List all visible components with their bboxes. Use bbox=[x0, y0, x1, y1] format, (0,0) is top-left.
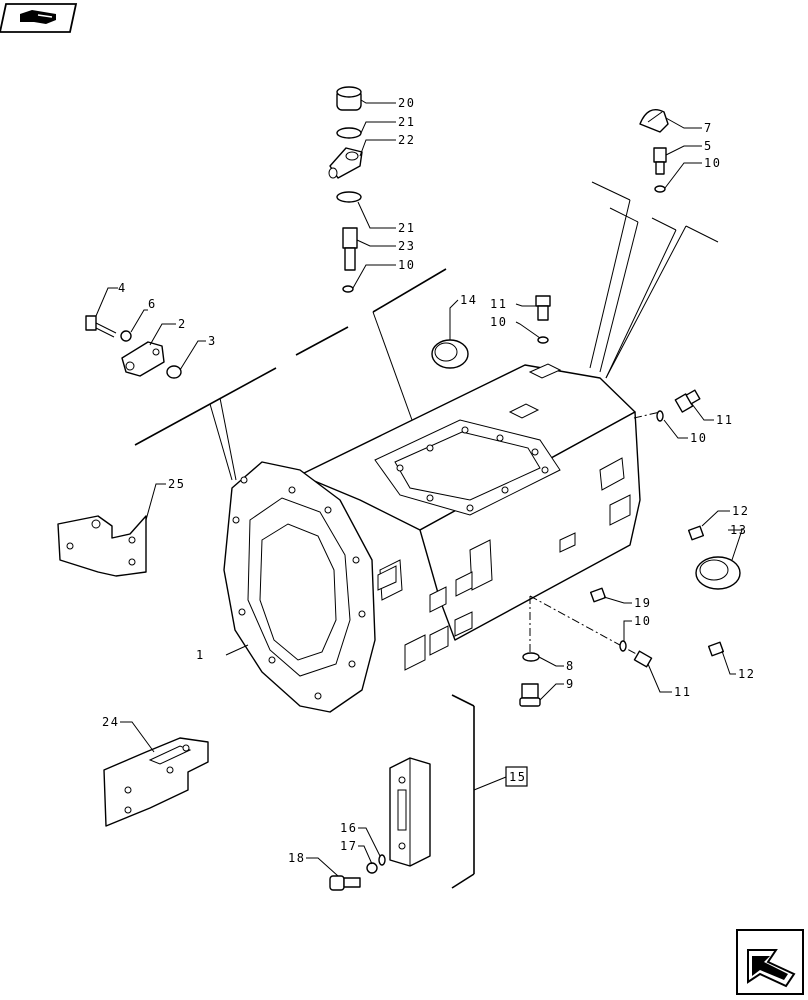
grub-screw-part bbox=[707, 641, 725, 657]
o-ring-part bbox=[656, 410, 664, 422]
callout-14: 14 bbox=[460, 293, 477, 307]
plug-part bbox=[519, 683, 541, 707]
callout-10: 10 bbox=[704, 156, 721, 170]
callout-23: 23 bbox=[398, 239, 415, 253]
book-return-icon[interactable] bbox=[0, 3, 78, 33]
callout-9: 9 bbox=[566, 677, 575, 691]
banjo-bolt-part bbox=[342, 227, 358, 271]
callout-3: 3 bbox=[208, 334, 217, 348]
callout-2: 2 bbox=[178, 317, 187, 331]
washer-part bbox=[120, 330, 132, 342]
callout-21: 21 bbox=[398, 115, 415, 129]
callout-8: 8 bbox=[566, 659, 575, 673]
grub-screw-part bbox=[589, 587, 607, 603]
screw-part bbox=[535, 295, 551, 321]
o-ring-part bbox=[654, 185, 666, 193]
banjo-fitting-part bbox=[328, 147, 363, 179]
callout-1: 1 bbox=[196, 648, 205, 662]
callout-5: 5 bbox=[704, 139, 713, 153]
guide-block-part bbox=[389, 757, 431, 867]
callout-11: 11 bbox=[490, 297, 507, 311]
callout-17: 17 bbox=[340, 839, 357, 853]
screw-part bbox=[329, 875, 361, 891]
callout-16: 16 bbox=[340, 821, 357, 835]
callout-6: 6 bbox=[148, 297, 157, 311]
assembly-guide-lines bbox=[134, 181, 719, 889]
sleeve-part bbox=[431, 339, 469, 369]
callout-leaders bbox=[95, 99, 743, 877]
bolt-part bbox=[85, 315, 117, 338]
screw-part bbox=[633, 650, 653, 668]
o-ring-part bbox=[619, 640, 627, 652]
bracket-part bbox=[57, 515, 147, 577]
callout-10: 10 bbox=[490, 315, 507, 329]
callout-11: 11 bbox=[716, 413, 733, 427]
centerline bbox=[633, 411, 661, 419]
callout-box bbox=[505, 766, 528, 787]
callout-labels: 20 21 22 21 23 10 7 5 10 4 6 2 3 14 11 1… bbox=[102, 96, 755, 865]
sleeve-part bbox=[695, 556, 741, 590]
callout-15: 15 bbox=[509, 770, 526, 784]
callout-12: 12 bbox=[732, 504, 749, 518]
washer-part bbox=[336, 127, 362, 139]
callout-12: 12 bbox=[738, 667, 755, 681]
washer-part bbox=[336, 191, 362, 203]
o-ring-part bbox=[342, 285, 354, 293]
grub-screw-part bbox=[687, 525, 705, 541]
next-page-arrow-icon[interactable] bbox=[736, 929, 804, 995]
callout-19: 19 bbox=[634, 596, 651, 610]
o-ring-part bbox=[166, 365, 182, 379]
plug-with-tab-part bbox=[639, 109, 669, 133]
callout-11: 11 bbox=[674, 685, 691, 699]
callout-10: 10 bbox=[634, 614, 651, 628]
callout-21: 21 bbox=[398, 221, 415, 235]
callout-22: 22 bbox=[398, 133, 415, 147]
cap-part bbox=[336, 86, 362, 111]
o-ring-part bbox=[537, 336, 549, 344]
breather-part bbox=[653, 147, 667, 175]
centerline bbox=[529, 595, 641, 657]
o-ring-part bbox=[378, 854, 386, 866]
callout-7: 7 bbox=[704, 121, 713, 135]
callout-24: 24 bbox=[102, 715, 119, 729]
o-ring-part bbox=[522, 652, 540, 662]
callout-25: 25 bbox=[168, 477, 185, 491]
callout-13: 13 bbox=[730, 523, 747, 537]
screw-part bbox=[674, 389, 701, 413]
callout-10: 10 bbox=[398, 258, 415, 272]
washer-part bbox=[366, 862, 378, 874]
callout-10: 10 bbox=[690, 431, 707, 445]
callout-18: 18 bbox=[288, 851, 305, 865]
bracket-plate-part bbox=[121, 341, 165, 377]
callout-20: 20 bbox=[398, 96, 415, 110]
callout-4: 4 bbox=[118, 281, 127, 295]
transmission-housing bbox=[223, 363, 641, 713]
bracket-part bbox=[103, 737, 209, 827]
